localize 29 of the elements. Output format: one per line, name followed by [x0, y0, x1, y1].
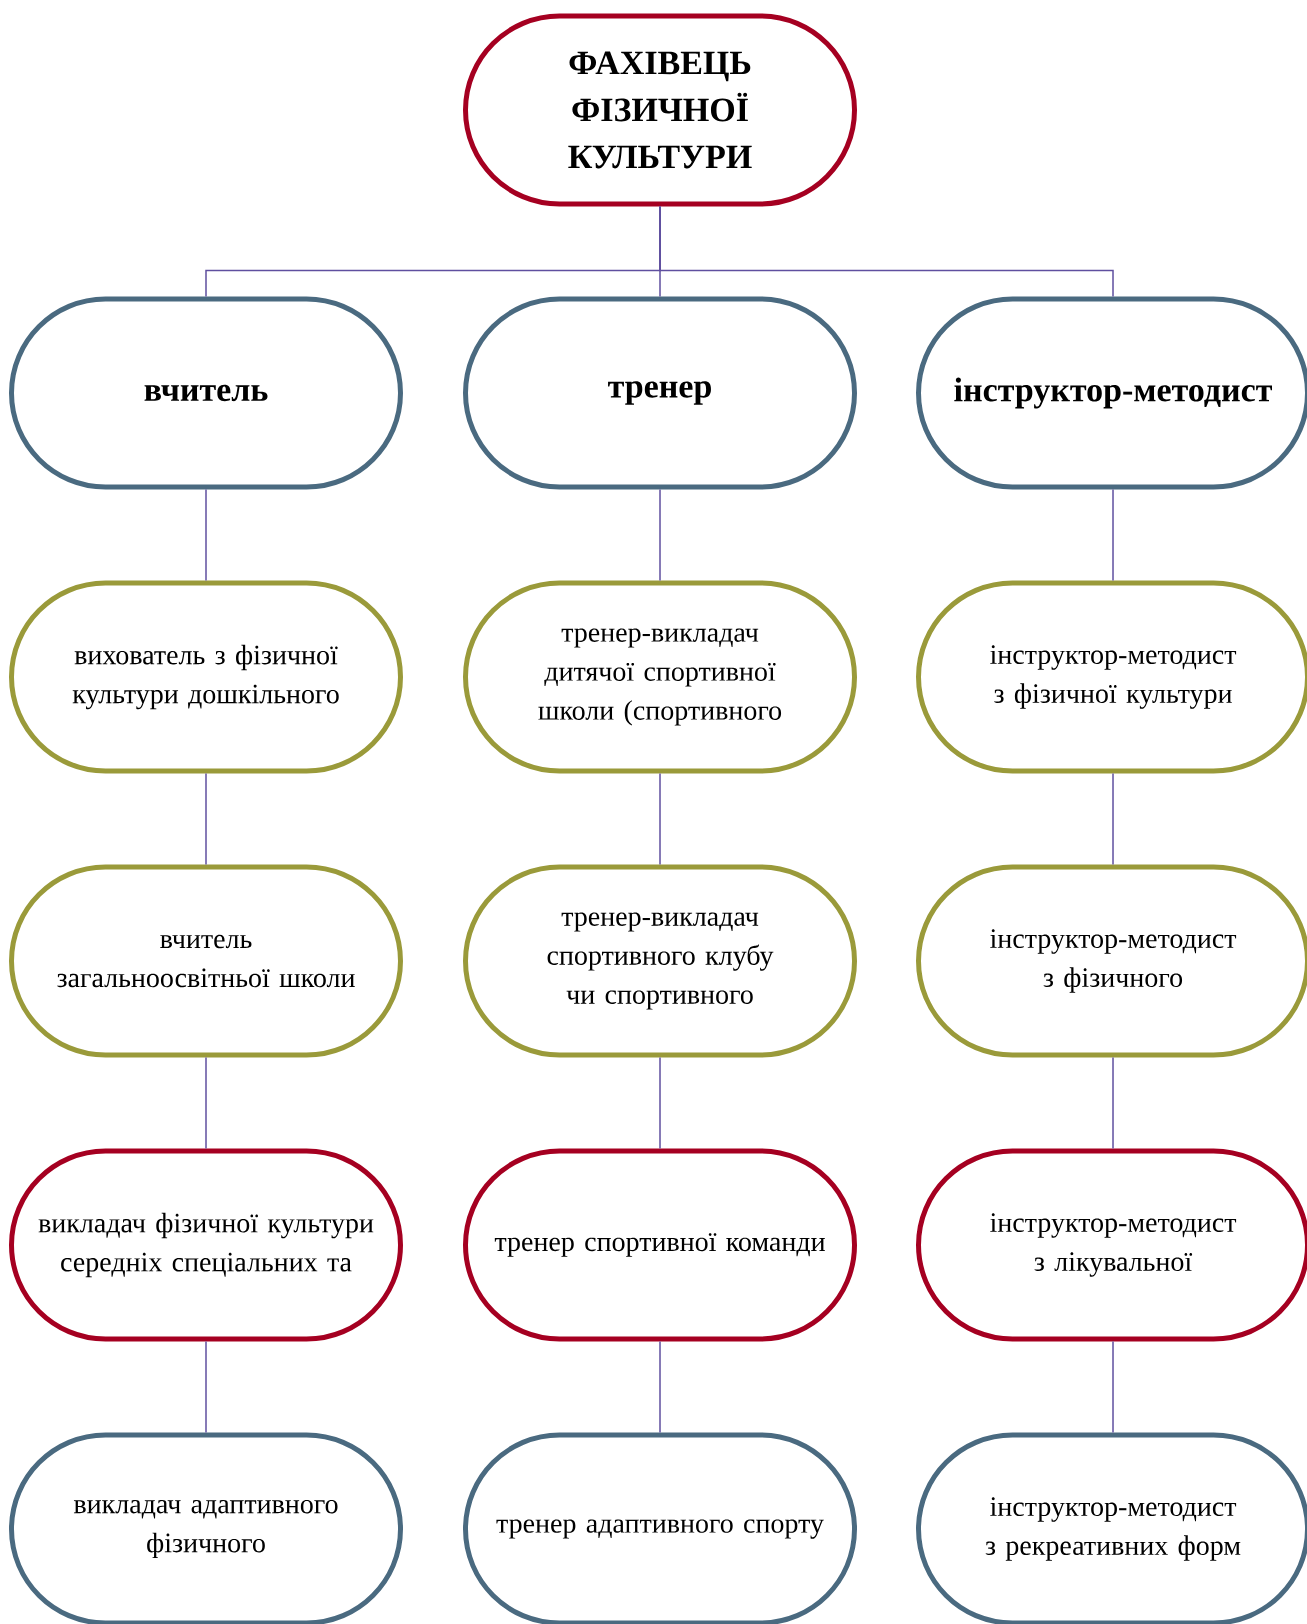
role-box: викладач фізичної культури середніх спеціальних та — [9, 1148, 403, 1342]
connector-line — [1112, 1340, 1114, 1434]
title-box: ФАХІВЕЦЬ ФІЗИЧНОЇ КУЛЬТУРИ — [463, 13, 857, 207]
role-box: інструктор-методист з фізичного — [916, 864, 1307, 1058]
connector-line — [205, 772, 207, 866]
connector-line — [1112, 772, 1114, 866]
connector-line — [205, 488, 207, 582]
role-box: вчитель — [9, 296, 403, 490]
role-box: інструктор-методист з рекреативних форм — [916, 1432, 1307, 1624]
role-box: викладач адаптивного фізичного — [9, 1432, 403, 1624]
connector-line — [659, 488, 661, 582]
role-box: тренер адаптивного спорту — [463, 1432, 857, 1624]
role-box: інструктор-методист з лікувальної — [916, 1148, 1307, 1342]
role-box: тренер-викладач дитячої спортивної школи (спортивного — [463, 580, 857, 774]
connector-line — [659, 1340, 661, 1434]
role-box: вчитель загальноосвітньої школи — [9, 864, 403, 1058]
connector-line — [205, 1340, 207, 1434]
connector-line — [1112, 488, 1114, 582]
connector-line — [205, 1056, 207, 1150]
role-box: вихователь з фізичної культури дошкільного — [9, 580, 403, 774]
role-box: тренер — [463, 296, 857, 490]
role-box: інструктор-методист — [916, 296, 1307, 490]
connector-line — [659, 772, 661, 866]
connector-line — [659, 205, 1114, 298]
role-box: тренер-викладач спортивного клубу чи спортивного — [463, 864, 857, 1058]
role-box: тренер спортивної команди — [463, 1148, 857, 1342]
connector-line — [659, 1056, 661, 1150]
role-box: інструктор-методист з фізичної культури — [916, 580, 1307, 774]
connector-line — [1112, 1056, 1114, 1150]
